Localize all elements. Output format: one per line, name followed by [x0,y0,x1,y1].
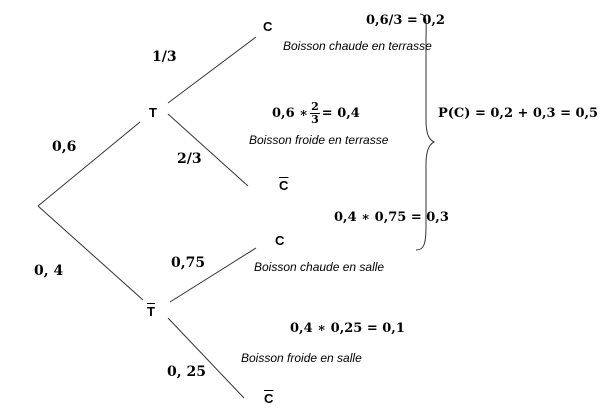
prob-t-c: 1/3 [152,49,177,65]
branch-t-c [167,36,257,104]
curly-brace [415,13,436,251]
branch-root-tbar [37,205,144,301]
prob-t-cbar: 2/3 [177,151,202,167]
desc-cbar-2: Boisson froide en salle [241,351,362,365]
desc-cbar-1: Boisson froide en terrasse [249,133,389,147]
prob-root-tbar: 0, 4 [34,263,64,279]
branch-t-cbar [167,113,249,187]
branch-tbar-c [169,247,257,303]
prob-tbar-cbar: 0, 25 [167,364,206,380]
calc-cbar-1: 0,6 ∗ 2 3 = 0,4 [272,101,360,125]
calc-cbar-1-left: 0,6 ∗ [272,105,309,121]
prob-tbar-c: 0,75 [171,255,206,271]
calc-cbar-1-right: = 0,4 [321,105,360,121]
node-cbar-1: C [279,178,289,193]
node-c-1: C [263,19,273,34]
calc-cbar-2: 0,4 ∗ 0,25 = 0,1 [290,321,405,336]
branch-tbar-cbar [167,317,245,399]
fraction-numerator: 2 [310,100,320,114]
calc-c-2: 0,4 ∗ 0,75 = 0,3 [334,210,449,225]
node-cbar-2: C [264,391,274,406]
calc-c-1: 0,6/3 = 0,2 [366,13,445,28]
prob-root-t: 0,6 [52,139,77,155]
fraction-denominator: 3 [311,112,319,126]
fraction: 2 3 [310,101,320,125]
branch-root-t [37,121,141,207]
node-c-2: C [275,233,285,248]
node-t: T [149,105,157,120]
total-probability: P(C) = 0,2 + 0,3 = 0,5 [438,106,599,121]
desc-c-1: Boisson chaude en terrasse [283,39,432,53]
desc-c-2: Boisson chaude en salle [254,260,385,274]
node-tbar: T [147,304,155,319]
